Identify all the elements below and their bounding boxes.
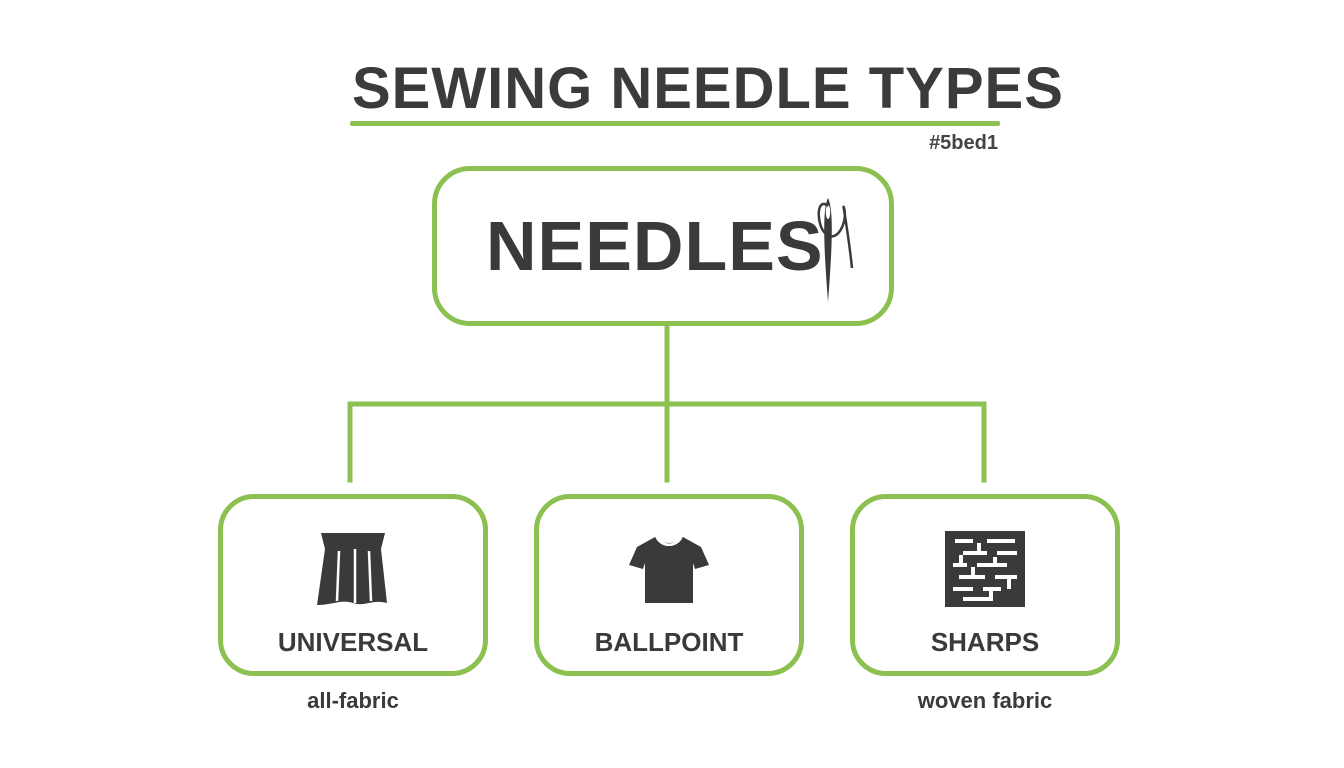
child-sublabel-sharps: woven fabric bbox=[917, 688, 1053, 713]
diagram-tag: #5bed1 bbox=[929, 132, 998, 154]
child-node-label: UNIVERSAL bbox=[277, 627, 429, 657]
tshirt-icon bbox=[629, 537, 709, 603]
woven-fabric-icon bbox=[945, 531, 1025, 607]
page-title: SEWING NEEDLE TYPES bbox=[352, 56, 1064, 121]
child-node-label: SHARPS bbox=[930, 627, 1040, 657]
child-node-ballpoint: BALLPOINT bbox=[534, 494, 804, 676]
child-node-sharps: SHARPS bbox=[850, 494, 1120, 676]
child-sublabel-universal: all-fabric bbox=[307, 688, 399, 713]
child-node-label: BALLPOINT bbox=[594, 627, 744, 657]
root-node-needles bbox=[432, 166, 894, 326]
root-node-label: NEEDLES bbox=[486, 207, 824, 285]
needle-thread-icon bbox=[817, 198, 854, 302]
fabric-drape-icon bbox=[317, 533, 387, 605]
child-node-universal: UNIVERSAL bbox=[218, 494, 488, 676]
title-underline bbox=[350, 121, 1000, 126]
